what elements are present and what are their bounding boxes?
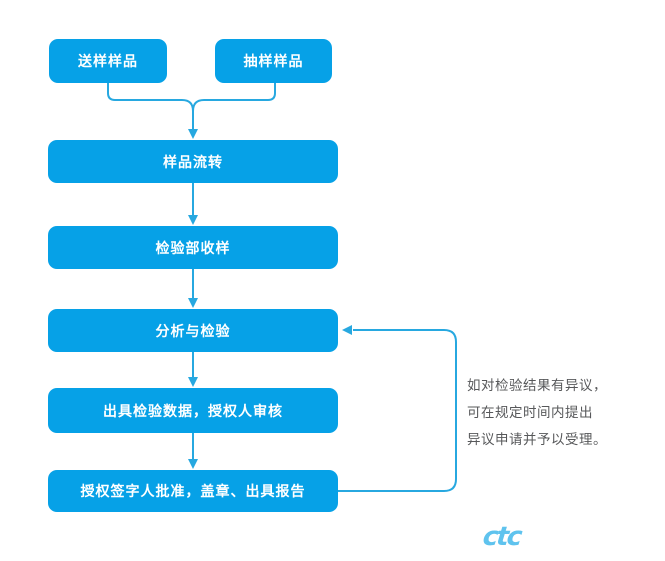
- ctc-logo: ctc: [481, 522, 522, 552]
- flow-node-sample-transfer: 样品流转: [48, 140, 338, 183]
- flow-node-dept-receive: 检验部收样: [48, 226, 338, 269]
- objection-note: 如对检验结果有异议， 可在规定时间内提出 异议申请并予以受理。: [467, 372, 659, 453]
- merge-connector-right: [192, 83, 276, 112]
- objection-note-line: 如对检验结果有异议，: [467, 378, 607, 393]
- flow-node-issue-data-review: 出具检验数据，授权人审核: [48, 388, 338, 433]
- flow-node-sample-drawn: 抽样样品: [215, 39, 332, 83]
- merge-connector-left: [107, 83, 194, 130]
- arrowhead-merge: [188, 129, 198, 139]
- objection-note-line: 可在规定时间内提出: [467, 405, 593, 420]
- arrowhead-data: [188, 459, 198, 469]
- arrowhead-feedback: [342, 325, 352, 335]
- flow-node-analysis-inspection: 分析与检验: [48, 309, 338, 352]
- flow-node-approve-stamp-report: 授权签字人批准，盖章、出具报告: [48, 470, 338, 512]
- arrowhead-transfer: [188, 215, 198, 225]
- objection-note-line: 异议申请并予以受理。: [467, 432, 607, 447]
- arrowhead-receive: [188, 298, 198, 308]
- flow-node-sample-submitted: 送样样品: [49, 39, 167, 83]
- arrowhead-analysis: [188, 377, 198, 387]
- feedback-loop-connector: [338, 329, 457, 492]
